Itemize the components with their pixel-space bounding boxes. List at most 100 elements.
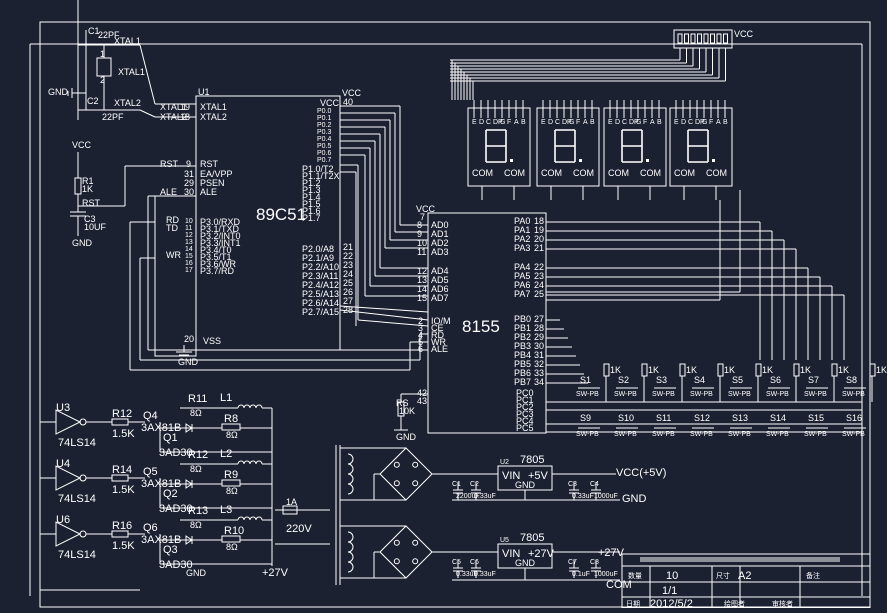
resistor2-value: 8Ω (226, 486, 238, 496)
resistor-network-element (690, 33, 696, 44)
cap-ref: C7 (568, 559, 577, 566)
title-size: A2 (738, 570, 751, 582)
reset-vcc: VCC (72, 140, 92, 150)
bridge-diode (412, 480, 419, 487)
cap-value: 1000uF (594, 493, 618, 500)
mcu-p3-pin-number: 12 (185, 232, 193, 239)
display-segment-label: E (674, 119, 679, 126)
display-segment-label: E (608, 119, 613, 126)
mcu-port0-labels: P0.0P0.1P0.2P0.3P0.4P0.5P0.6P0.7 (317, 108, 332, 164)
title-date: 2012/5/2 (650, 598, 693, 608)
power-transistor-ref: Q2 (163, 488, 178, 500)
transformer-winding (347, 531, 354, 543)
ppi-pb-pin: PB3 (514, 341, 531, 351)
transformer-winding (347, 561, 354, 573)
filter-capacitor: C30.33uF (568, 481, 594, 500)
crystal-xtal2-label: XTAL2 (114, 98, 141, 108)
display-segment-label: G (569, 119, 574, 126)
key-ref: S10 (618, 413, 634, 423)
bridge-rectifier (379, 525, 433, 579)
resistor-value: 8Ω (190, 520, 202, 530)
ppi-ad-pin: AD6 (431, 284, 449, 294)
mcu-p2-pin: P2.2/A10 (302, 262, 339, 272)
crystal-c2-label: C2 (87, 96, 99, 106)
mcu-p3-pin-number: 11 (185, 225, 192, 232)
ppi-ctrl-pin: RD (431, 330, 444, 340)
mcu-p2-pin-number: 22 (343, 251, 353, 261)
coil-turn (237, 404, 245, 409)
coil-turn (255, 460, 263, 465)
reg2-ref: U5 (500, 537, 509, 544)
inverter-type: 74LS14 (58, 549, 96, 561)
mcu-xtal2-net: XTAL2 (160, 112, 187, 122)
mcu-p3-pin: P3.0/RXD (200, 217, 241, 227)
ppi-ad-pin: AD5 (431, 275, 449, 285)
inverter-type: 74LS14 (58, 437, 96, 449)
ppi-pa-pin-number: 23 (534, 271, 544, 281)
mcu-p1-pin: P1.2 (302, 178, 321, 188)
digit-decimal-point (712, 159, 715, 162)
display-segment-label: C (555, 119, 560, 126)
ppi-pa-pin-number: 18 (534, 216, 544, 226)
reg2-out: +27V (528, 548, 555, 560)
resistor-network-vcc: VCC (734, 29, 754, 39)
mcu-wr-net: WR (166, 250, 181, 260)
mcu-p1-pin: P1.4 (302, 192, 321, 202)
ppi-pa-pin: PA7 (514, 289, 530, 299)
mcu-ale-pin: 30 (184, 187, 194, 197)
mcu-p2-pin: P2.0/A8 (302, 244, 334, 254)
transistor-ref: Q5 (143, 466, 158, 478)
display-segment-label: B (723, 119, 728, 126)
reset-r-value: 1K (82, 184, 93, 194)
display-segment-label: G (636, 119, 641, 126)
inverter-ref: U4 (56, 458, 70, 470)
mcu-p0-pin: P0.2 (317, 122, 332, 129)
ppi-pa-pin-number: 19 (534, 225, 544, 235)
key-type: SW-PB (766, 431, 789, 438)
cap-value: 0.33uF (456, 571, 478, 578)
key-ref: S14 (770, 413, 786, 423)
filter-capacitor: C20.33uF (470, 481, 496, 500)
ppi-ad-pin: AD0 (431, 220, 449, 230)
pullup-resistor (755, 363, 762, 377)
mcu-rst-pin: 9 (186, 159, 191, 169)
display-segment-label: B (657, 119, 662, 126)
ppi-pb-pin-number: 31 (534, 350, 544, 360)
mcu-p0-pin: P0.0 (317, 108, 332, 115)
mcu-p2-pin-number: 21 (343, 242, 353, 252)
reg1-out: +5V (528, 470, 549, 482)
bridge-diode (412, 461, 419, 468)
mcu-p0-pin: P0.4 (317, 136, 332, 143)
mcu-p1-pin: P1.7 (302, 213, 321, 223)
crystal-c1-label: C1 (88, 26, 100, 36)
cap-ref: C8 (590, 559, 599, 566)
crystal-c2-value: 22PF (102, 112, 124, 122)
display-body (603, 107, 667, 187)
ppi-pa-pin: PA0 (514, 216, 530, 226)
ppi-pa-pin-number: 25 (534, 289, 544, 299)
display-segment-label: D (548, 119, 553, 126)
mcu-td-net: TD (166, 223, 178, 233)
base-resistor-value: 1.5K (112, 484, 135, 496)
key-type: SW-PB (842, 431, 865, 438)
bridge-diode (393, 480, 400, 487)
reset-r-label: R1 (82, 176, 94, 186)
ppi-pc-pin: PC2 (516, 402, 534, 412)
mcu-p3-pin: P3.6/WR (200, 259, 237, 269)
display-com-right: COM (640, 168, 661, 178)
ppi-pb-pin: PB1 (514, 323, 531, 333)
key-type: SW-PB (614, 391, 637, 398)
resistor2-body (221, 535, 241, 543)
key-ref: S13 (732, 413, 748, 423)
reg2-gnd: GND (515, 558, 536, 568)
